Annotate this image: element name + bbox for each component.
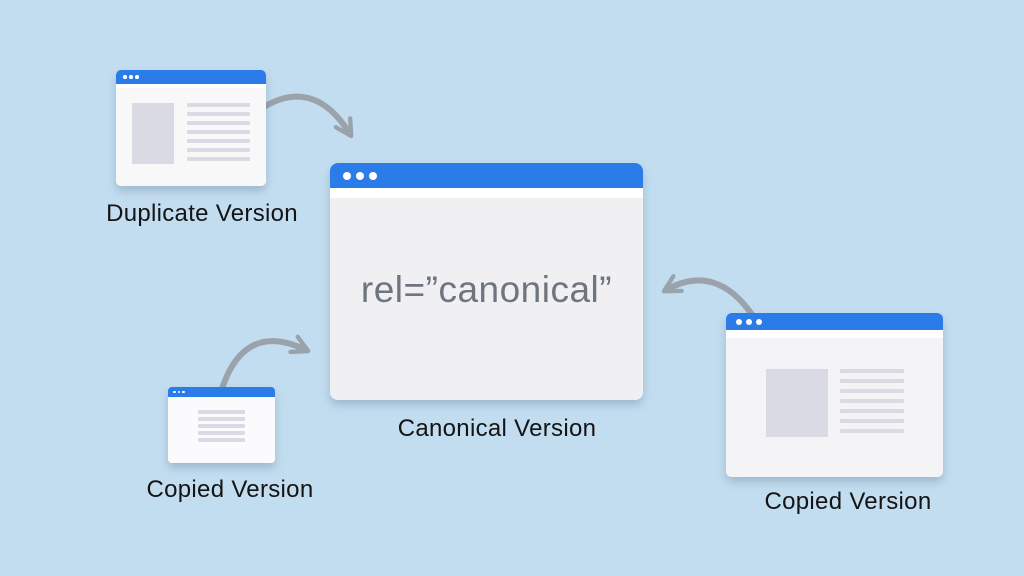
window-control-dots-icon — [123, 75, 141, 79]
window-control-dots-icon — [343, 171, 382, 180]
canonical-version-label: Canonical Version — [397, 415, 597, 442]
window-titlebar — [116, 70, 266, 84]
window-titlebar — [330, 163, 643, 188]
arrow-copied-left-to-canonical-icon — [218, 334, 311, 395]
copied-version-right-label: Copied Version — [764, 488, 932, 515]
canonical-version-window: rel=”canonical” — [330, 163, 643, 400]
window-content — [168, 397, 275, 463]
window-control-dots-icon — [173, 390, 187, 394]
window-address-strip — [330, 188, 643, 198]
image-placeholder — [132, 103, 174, 164]
text-placeholder — [187, 103, 250, 186]
arrow-duplicate-to-canonical-icon — [259, 93, 354, 139]
image-placeholder — [766, 369, 828, 437]
duplicate-version-label: Duplicate Version — [106, 200, 298, 227]
window-titlebar — [726, 313, 943, 330]
text-placeholder — [198, 410, 245, 414]
copied-version-left-label: Copied Version — [146, 476, 314, 503]
window-titlebar — [168, 387, 275, 397]
copied-version-window-right — [726, 313, 943, 477]
window-content: rel=”canonical” — [330, 198, 643, 400]
window-control-dots-icon — [736, 318, 766, 325]
window-content — [726, 338, 943, 477]
duplicate-version-window — [116, 70, 266, 186]
window-address-strip — [116, 84, 266, 88]
arrow-copied-right-to-canonical-icon — [661, 274, 756, 319]
window-content — [116, 88, 266, 186]
text-placeholder — [840, 369, 904, 477]
copied-version-window-left — [168, 387, 275, 463]
window-address-strip — [726, 330, 943, 338]
rel-canonical-code: rel=”canonical” — [360, 269, 613, 310]
